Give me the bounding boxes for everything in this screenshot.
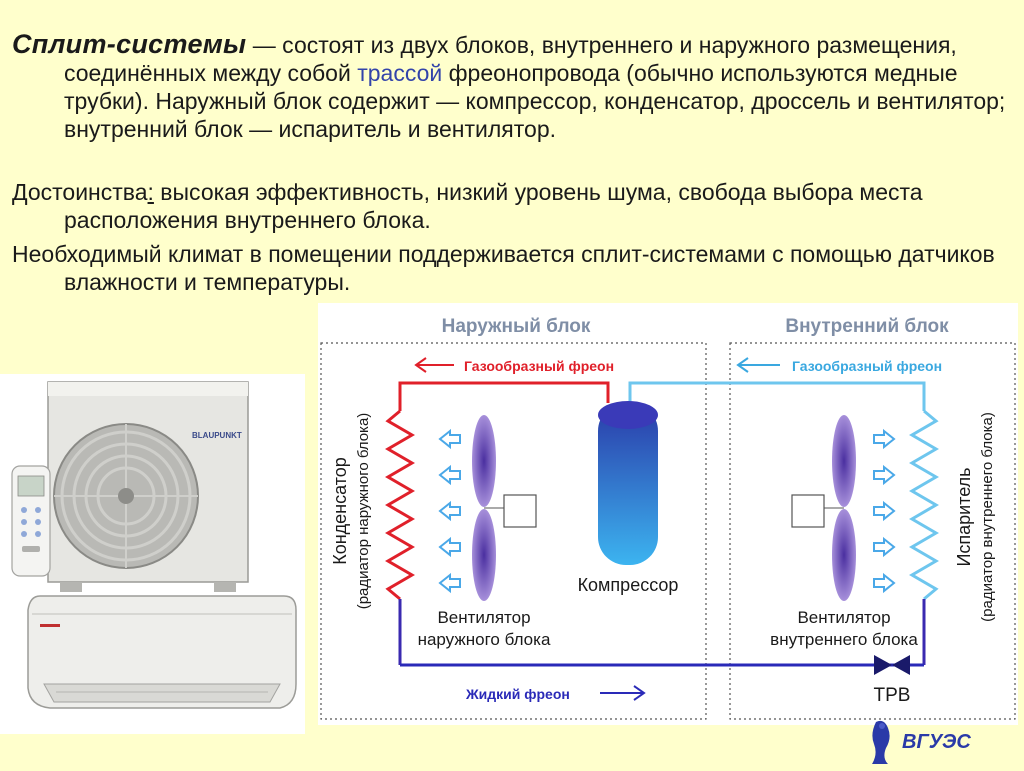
condenser-sublabel: (радиатор наружного блока) bbox=[355, 413, 372, 610]
indoor-fan-label-1: Вентилятор bbox=[797, 608, 890, 627]
paragraph-text: Необходимый климат в помещении поддержив… bbox=[12, 241, 995, 295]
advantages-label: Достоинства bbox=[12, 179, 148, 205]
advantages-colon: : bbox=[147, 179, 154, 205]
paragraph-advantages: Достоинства: высокая эффективность, низк… bbox=[12, 178, 1024, 234]
indoor-fan-label-2: внутреннего блока bbox=[770, 630, 918, 649]
outdoor-block-title: Наружный блок bbox=[442, 316, 591, 337]
gas-freon-arrow-right-icon bbox=[736, 357, 780, 373]
paragraph-text: высокая эффективность, низкий уровень шу… bbox=[64, 179, 923, 233]
paragraph-text: фреонопровода (обычно используются медны… bbox=[64, 60, 1006, 142]
indoor-block-title: Внутренний блок bbox=[785, 316, 949, 337]
split-system-diagram: Наружный блок Внутренний блок ТРВ Газооб… bbox=[318, 303, 1018, 725]
air-conditioner-illustration: BLAUPUNKT bbox=[11, 381, 297, 709]
outdoor-air-arrows-icon bbox=[438, 428, 461, 594]
vguas-logo-icon: ВГУЭС bbox=[872, 720, 971, 764]
condenser-label: Конденсатор bbox=[330, 457, 350, 565]
condenser-coil bbox=[385, 409, 415, 601]
outdoor-fan-label-2: наружного блока bbox=[418, 630, 551, 649]
gas-freon-arrow-left-icon bbox=[414, 357, 454, 373]
refrigeration-cycle-svg: Наружный блок Внутренний блок ТРВ Газооб… bbox=[320, 316, 1016, 720]
gas-freon-label-indoor: Газообразный фреон bbox=[792, 358, 942, 374]
evaporator-label: Испаритель bbox=[954, 467, 974, 566]
compressor-label: Компрессор bbox=[578, 575, 679, 595]
university-logo: ВГУЭС bbox=[866, 718, 984, 766]
outdoor-fan-icon bbox=[472, 415, 537, 601]
link-trassa[interactable]: трассой bbox=[357, 60, 443, 86]
liquid-freon-arrow-icon bbox=[600, 685, 646, 701]
outdoor-fan-label-1: Вентилятор bbox=[437, 608, 530, 627]
indoor-fan-icon bbox=[791, 415, 856, 601]
term-split-systems: Сплит-системы bbox=[12, 29, 247, 59]
gas-freon-label-outdoor: Газообразный фреон bbox=[464, 358, 614, 374]
paragraph-climate: Необходимый климат в помещении поддержив… bbox=[12, 240, 1024, 296]
hot-gas-line bbox=[398, 381, 610, 411]
paragraph-text: — состоят из двух блоков, внутреннего и … bbox=[64, 32, 957, 86]
evaporator-sublabel: (радиатор внутреннего блока) bbox=[979, 412, 996, 622]
trv-label: ТРВ bbox=[874, 685, 911, 706]
cold-gas-line bbox=[628, 381, 926, 411]
trv-valve-icon bbox=[874, 655, 910, 675]
evaporator-coil bbox=[909, 409, 939, 601]
air-conditioner-photo: BLAUPUNKT bbox=[0, 374, 305, 734]
brand-label: BLAUPUNKT bbox=[192, 431, 242, 440]
compressor-icon bbox=[598, 401, 658, 565]
indoor-air-arrows-icon bbox=[873, 428, 896, 594]
liquid-freon-label: Жидкий фреон bbox=[465, 686, 570, 702]
logo-text: ВГУЭС bbox=[902, 731, 971, 753]
paragraph-split-systems: Сплит-системы — состоят из двух блоков, … bbox=[12, 30, 1024, 143]
